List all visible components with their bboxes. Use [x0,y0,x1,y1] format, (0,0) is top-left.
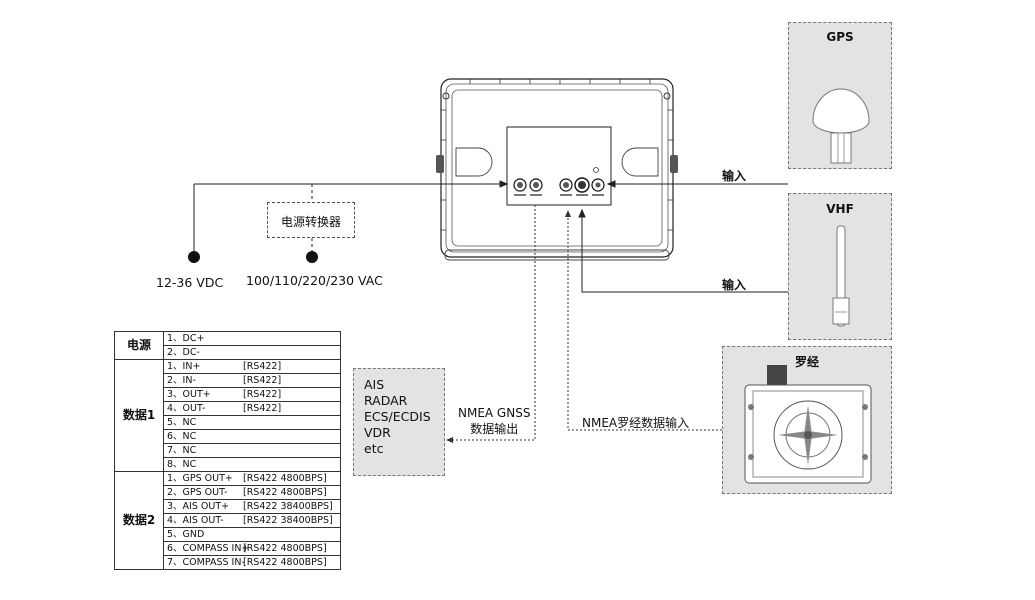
ac-voltage-label: 100/110/220/230 VAC [246,273,383,288]
compass-icon [744,365,872,484]
vhf-input-label: 输入 [722,278,747,292]
pin-note: [RS422] [243,389,282,400]
pin-name: 7、NC [167,445,197,456]
target-ecs-ecdis: ECS/ECDIS [364,409,431,424]
pin-name: 1、DC+ [167,333,205,344]
gps-input-label: 输入 [722,169,747,183]
power-wiring [193,180,509,252]
pin-note: [RS422 38400BPS] [243,515,333,526]
target-vdr: VDR [364,425,391,440]
pin-name: 5、GND [167,529,205,540]
pin-name: 2、IN- [167,375,196,386]
pin-cell: 8、NC [163,457,341,472]
vhf-antenna-icon [832,225,850,327]
pin-name: 1、GPS OUT+ [167,473,233,484]
power-converter-label: 电源转换器 [280,215,341,229]
pin-cell: 7、NC [163,443,341,458]
pin-name: 2、DC- [167,347,200,358]
pin-cell: 2、IN- [RS422] [163,373,341,388]
nmea-output-wire [446,205,536,443]
pin-cell: 6、COMPASS IN+[RS422 4800BPS] [163,541,341,556]
gps-antenna-icon [812,88,870,164]
pin-name: 4、AIS OUT- [167,515,224,526]
power-connector [513,178,527,192]
pin-note: [RS422 4800BPS] [243,487,327,498]
ac-terminal [306,251,318,263]
pin-note: [RS422] [243,375,282,386]
dc-voltage-label: 12-36 VDC [156,275,224,290]
target-radar: RADAR [364,393,408,408]
pin-cell: 2、DC- [163,345,341,360]
pin-name: 6、NC [167,431,197,442]
dc-terminal [188,251,200,263]
nmea-output-line1: NMEA GNSS [458,406,531,420]
gps-title: GPS [826,30,854,44]
group-label: 数据2 [114,471,164,570]
group-label: 电源 [114,331,164,360]
table-row: 7、COMPASS IN-[RS422 4800BPS] [115,555,341,570]
pin-cell: 1、IN+ [RS422] [163,359,341,374]
target-ais: AIS [364,377,385,392]
pin-cell: 1、DC+ [163,331,341,346]
compass-nmea-label: NMEA罗经数据输入 [582,416,690,430]
pin-cell: 5、GND [163,527,341,542]
pin-note: [RS422 4800BPS] [243,557,327,568]
pin-name: 2、GPS OUT- [167,487,228,498]
pin-note: [RS422 38400BPS] [243,501,333,512]
pin-name: 1、IN+ [167,361,201,372]
pin-cell: 7、COMPASS IN-[RS422 4800BPS] [163,555,341,570]
pin-cell: 2、GPS OUT- [RS422 4800BPS] [163,485,341,500]
group-label: 数据1 [114,359,164,472]
vhf-input-wire [578,208,788,293]
gps-input-wire [606,180,788,188]
pin-cell: 4、AIS OUT- [RS422 38400BPS] [163,513,341,528]
pin-name: 8、NC [167,459,197,470]
pin-name: 5、NC [167,417,197,428]
data1-connector [529,178,543,192]
power-converter-box: 电源转换器 [267,202,355,238]
pin-name: 7、COMPASS IN- [167,557,245,568]
compass-box: 罗经 [722,346,892,494]
pin-cell: 4、OUT- [RS422] [163,401,341,416]
vhf-title: VHF [826,202,854,216]
pin-note: [RS422] [243,361,282,372]
gps-connector [591,178,605,192]
pin-cell: 6、NC [163,429,341,444]
nmea-output-line2: 数据输出 [470,422,519,436]
pin-note: [RS422 4800BPS] [243,543,327,554]
output-targets-box: AIS RADAR ECS/ECDIS VDR etc [353,368,445,476]
pin-name: 4、OUT- [167,403,206,414]
pin-cell: 1、GPS OUT+ [RS422 4800BPS] [163,471,341,486]
pin-note: [RS422 4800BPS] [243,473,327,484]
data2-connector [559,178,573,192]
vhf-connector [574,177,590,193]
display-unit-rear [436,78,678,261]
pin-cell: 3、OUT+ [RS422] [163,387,341,402]
pin-name: 3、OUT+ [167,389,211,400]
pin-name: 3、AIS OUT+ [167,501,230,512]
compass-title: 罗经 [794,355,819,369]
pin-cell: 5、NC [163,415,341,430]
pin-cell: 3、AIS OUT+ [RS422 38400BPS] [163,499,341,514]
compass-input-wire [565,210,722,431]
gps-antenna-box: GPS [788,22,892,169]
pin-name: 6、COMPASS IN+ [167,543,250,554]
nmea-output-label: NMEA GNSS 数据输出 [458,405,530,437]
target-etc: etc [364,441,384,456]
table-row: 3、AIS OUT+ [RS422 38400BPS] [115,499,341,514]
pin-note: [RS422] [243,403,282,414]
vhf-antenna-box: VHF [788,193,892,340]
